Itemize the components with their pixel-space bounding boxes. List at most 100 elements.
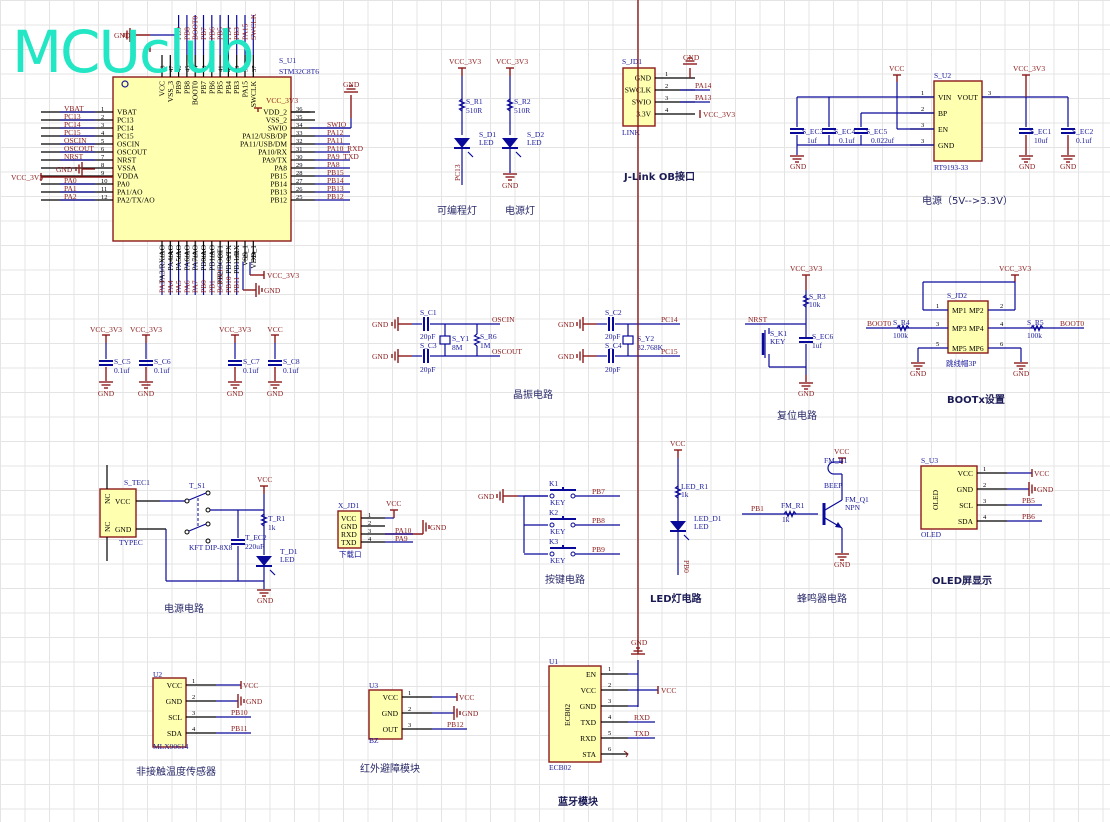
net-gnd: GND: [138, 389, 155, 398]
caption-mlx: 非接触温度传感器: [136, 765, 216, 778]
caption-program-led: 可编程灯: [437, 204, 477, 217]
caption-jlink: J-Link OB接口: [623, 170, 695, 183]
net-label: BOOT0: [191, 16, 200, 40]
pin-number: 18: [201, 252, 208, 259]
pin-name: SCL: [168, 713, 182, 722]
cap-value: 0.1uf: [243, 366, 259, 375]
net-pc15: PC15: [661, 347, 678, 356]
s1-part: KFT DIP-8X8: [189, 543, 233, 552]
y1-value: 8M: [452, 343, 463, 352]
pin-number: 6: [608, 746, 612, 753]
r1-value: 510R: [466, 106, 482, 115]
pin-number: 2: [368, 520, 371, 527]
pin-name: VCC: [341, 514, 356, 523]
pin-number: 29: [296, 162, 303, 169]
r2-designator: S_R2: [514, 97, 531, 106]
pin-number: 11: [101, 186, 107, 193]
net-label: GND: [462, 709, 479, 718]
net-boot0: BOOT0: [867, 319, 891, 328]
pin-name: VDD_2: [263, 108, 287, 117]
net-gnd: GND: [910, 369, 927, 378]
led-indicators: VCC_3V3 VCC_3V3 S_R1 510R S_R2 510R S_D1…: [437, 57, 544, 217]
net-label: PB7: [199, 27, 208, 40]
net-gnd: GND: [372, 352, 389, 361]
pin-name: PB0/AO: [199, 244, 208, 270]
mcu-bottom-pins: 13PA3/RX/AOPA314PA4/AOPA415PA5/AOPA516PA…: [158, 241, 258, 295]
net-label: PA4: [166, 280, 175, 293]
pin-name: PA8: [274, 164, 287, 173]
pin-number: 39: [234, 66, 241, 73]
net-gnd: GND: [478, 492, 495, 501]
net-vcc33: VCC_3V3: [999, 264, 1031, 273]
s1-designator: T_S1: [189, 481, 206, 490]
pin-name: PA11/USB/DM: [240, 140, 287, 149]
net-gnd: GND: [834, 560, 851, 569]
net-gnd: GND: [558, 352, 575, 361]
pin-number: 5: [608, 730, 611, 737]
ldo-part: RT9193-33: [934, 163, 968, 172]
net-label: PA14: [695, 81, 712, 90]
net-label: PA9: [395, 534, 408, 543]
pin-name: PC15: [117, 132, 134, 141]
pin-number: 2: [408, 706, 411, 713]
net-gnd: GND: [631, 638, 648, 647]
pin-name: PC13: [117, 116, 134, 125]
pin-number: 5: [936, 341, 939, 348]
net-vcc: VCC: [834, 447, 849, 456]
pin-name: EN: [938, 125, 949, 134]
led-circuit: VCC LED_R1 1k LED_D1 LED PB0 LED灯电路: [650, 439, 722, 605]
net-label: PB4: [224, 27, 233, 40]
net-gnd: GND: [430, 523, 447, 532]
ir-part: BZ: [369, 736, 379, 745]
net-pc13: PC13: [453, 164, 462, 181]
led-d1-icon: [453, 137, 474, 158]
pin-name: PB8: [182, 81, 191, 94]
crystal-circuit: GND GND S_C1 20pF S_C3 20pF S_Y1 8M S_R6…: [372, 308, 680, 401]
pin-name: VSS_2: [266, 116, 288, 125]
bt-designator: U1: [549, 657, 558, 666]
pin-name: PB2/BOOT1: [216, 245, 225, 284]
led-d2-icon: [501, 137, 522, 158]
pin-number: 16: [184, 251, 191, 258]
r3-designator: S_R3: [809, 292, 826, 301]
pin-number: 27: [296, 178, 303, 185]
jlink-part: LINK: [622, 128, 640, 137]
pin-number: 23: [243, 252, 250, 259]
pin1-marker: [121, 80, 129, 88]
net-label: VCC_3V3: [130, 325, 162, 334]
key-value: KEY: [550, 556, 566, 565]
pin-name: NC: [103, 522, 112, 532]
caption-buzzer: 蜂鸣器电路: [797, 592, 847, 605]
pin-number: 1: [408, 690, 411, 697]
pin-name: MP2: [969, 306, 984, 315]
pin-number: 5: [101, 138, 104, 145]
c3-designator: S_C3: [420, 341, 437, 350]
cap-designator: S_EC4: [834, 127, 856, 136]
caption-ir: 红外避障模块: [360, 762, 420, 775]
pin-number: 4: [1000, 321, 1004, 328]
pin-name: PB15: [270, 172, 287, 181]
pin-name: MP6: [969, 344, 984, 353]
pin-number: 33: [296, 130, 303, 137]
net-label: PB8: [182, 27, 191, 40]
tr1-designator: T_R1: [268, 514, 285, 523]
pin-number: 42: [209, 66, 216, 73]
caption-led-circuit: LED灯电路: [650, 592, 703, 605]
pin-number: 3: [101, 122, 104, 129]
pin-number: 3: [408, 722, 411, 729]
y2-value: 32.768K: [637, 343, 664, 352]
pin-number: 6: [101, 146, 105, 153]
pin-number: 31: [296, 146, 303, 153]
net-pb0: PB0: [682, 560, 691, 573]
net-gnd: GND: [56, 165, 73, 174]
ec6-designator: S_EC6: [812, 332, 834, 341]
cap-value: 0.1uf: [154, 366, 170, 375]
pin-name: PB11/RX: [232, 244, 241, 273]
pin-name: PB9: [174, 81, 183, 94]
jd2-part: 跳线帽3P: [946, 358, 976, 368]
pin-number: 45: [184, 66, 191, 73]
net-label: PB5: [1022, 496, 1035, 505]
r5-designator: S_R5: [1027, 318, 1044, 327]
net-label: BOOT1: [216, 269, 225, 293]
c2-designator: S_C2: [605, 308, 622, 317]
